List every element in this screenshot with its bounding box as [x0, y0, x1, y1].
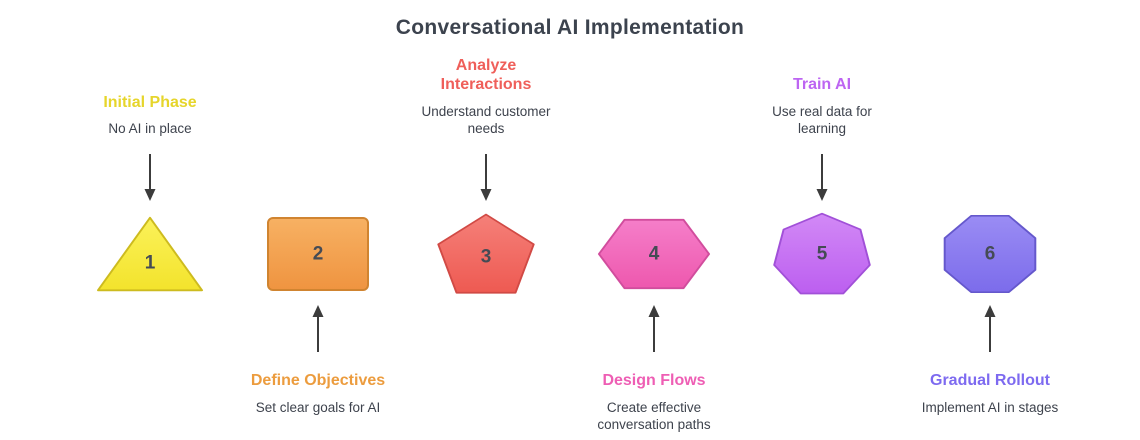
phase-train-ai: Train AI Use real data for learning [738, 0, 906, 440]
triangle-icon [97, 216, 203, 292]
arrow-up-icon [648, 305, 660, 352]
phase-label-group: Initial Phase No AI in place [66, 0, 234, 148]
shape-hexagon: 4 [595, 217, 713, 291]
arrow-down-icon [816, 154, 828, 201]
phase-description: No AI in place [108, 121, 192, 137]
phase-number: 6 [984, 243, 996, 265]
phase-description: Use real data for learning [772, 103, 872, 137]
phase-define-objectives: 2 Define Objectives Set clear goals for … [234, 0, 402, 440]
shape-octagon: 6 [938, 211, 1042, 297]
arrow-up-icon [984, 305, 996, 352]
phase-name: Train AI [792, 76, 852, 94]
phase-design-flows: 4 Design Flows Create effective conversa… [570, 0, 738, 440]
arrow-down-icon [480, 154, 492, 201]
shape-triangle: 1 [94, 214, 206, 294]
phase-name: Design Flows [602, 372, 706, 389]
phase-name: Define Objectives [250, 372, 386, 389]
phase-initial-phase: Initial Phase No AI in place [66, 0, 234, 440]
phase-number: 4 [648, 243, 660, 265]
phase-number: 5 [816, 243, 828, 265]
phase-gradual-rollout: 6 Gradual Rollout Implement AI in stages [906, 0, 1074, 440]
shape-pentagon: 3 [433, 212, 539, 296]
square-icon [267, 217, 369, 291]
diagram-title: Conversational AI Implementation [395, 16, 745, 39]
phase-label-group: Analyze Interactions Understand customer… [402, 0, 570, 148]
heptagon-icon [773, 212, 871, 295]
pentagon-icon [437, 213, 535, 294]
phases-row: Initial Phase No AI in place [66, 0, 1074, 440]
shape-heptagon: 5 [769, 212, 875, 296]
phase-label-group: Design Flows Create effective conversati… [570, 360, 738, 440]
arrow-up-icon [312, 305, 324, 352]
phase-description: Set clear goals for AI [255, 399, 381, 415]
phase-label-group: Gradual Rollout Implement AI in stages [906, 360, 1074, 440]
phase-name: Gradual Rollout [930, 372, 1050, 389]
phase-number: 3 [480, 246, 492, 268]
phase-description: Create effective conversation paths [597, 399, 711, 433]
phase-label-group: Train AI Use real data for learning [738, 0, 906, 148]
phase-analyze-interactions: Analyze Interactions Understand customer… [402, 0, 570, 440]
octagon-icon [943, 214, 1037, 294]
phase-description: Implement AI in stages [921, 399, 1059, 415]
phase-number: 1 [144, 252, 156, 274]
phase-number: 2 [312, 243, 324, 265]
arrow-down-icon [144, 154, 156, 201]
phase-name: Analyze Interactions [440, 57, 532, 94]
phase-label-group: Define Objectives Set clear goals for AI [234, 360, 402, 440]
shape-square: 2 [265, 215, 371, 293]
phase-description: Understand customer needs [421, 103, 551, 137]
phase-name: Initial Phase [103, 93, 197, 111]
hexagon-icon [597, 218, 711, 290]
